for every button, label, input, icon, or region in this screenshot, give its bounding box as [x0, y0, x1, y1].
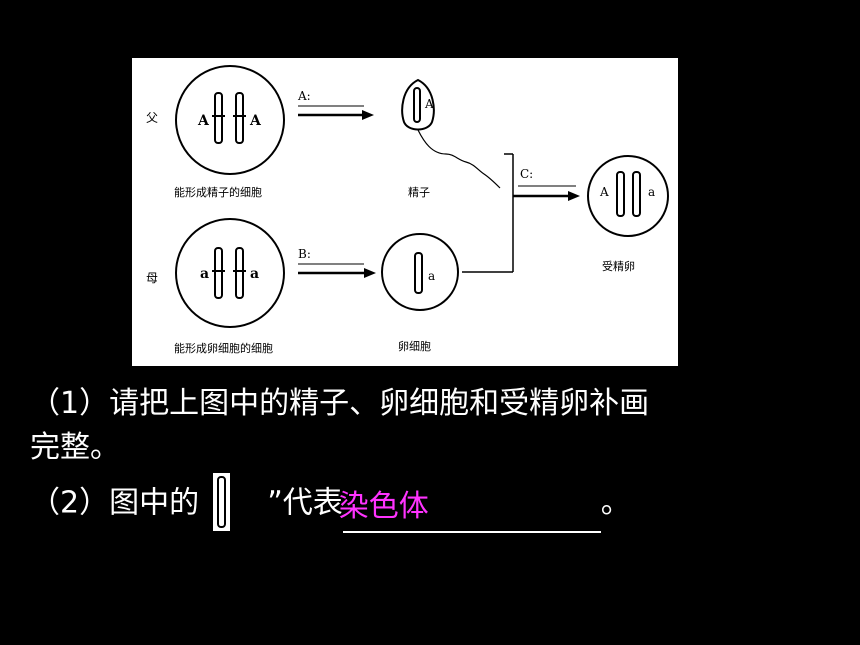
- mother-label: 母: [146, 271, 158, 285]
- question-1-line-1: （1）请把上图中的精子、卵细胞和受精卵补画: [30, 386, 650, 421]
- mother-chromosome-right: [235, 247, 244, 299]
- mother-chromosome-left: [214, 247, 223, 299]
- arrow-c-label: C:: [520, 167, 533, 181]
- mother-cell-caption: 能形成卵细胞的细胞: [174, 341, 273, 355]
- arrow-a-label: A:: [297, 89, 311, 103]
- father-label: 父: [146, 111, 158, 125]
- father-cell-caption: 能形成精子的细胞: [174, 185, 262, 199]
- question-2: （2）图中的 ”代表染色体 。: [30, 473, 631, 533]
- zygote-chromosome-right: [632, 171, 641, 217]
- sperm-cell: A: [401, 78, 501, 189]
- zygote-allele-left: A: [599, 185, 609, 199]
- father-chromosome-right: [235, 92, 244, 144]
- arrow-b-label: B:: [298, 247, 311, 261]
- zygote-caption: 受精卵: [602, 260, 635, 273]
- father-chromosome-left: [214, 92, 223, 144]
- sperm-chromosome: [413, 87, 421, 123]
- mother-allele-left: a: [200, 266, 209, 282]
- zygote-allele-right: a: [648, 185, 655, 199]
- father-allele-left: A: [197, 113, 210, 129]
- answer-text: 染色体: [338, 489, 429, 524]
- mother-cell: a a: [175, 218, 285, 328]
- diagram-panel: 父 母 A A 能形成精子的细胞 A: A 精子: [132, 58, 678, 366]
- answer-blank[interactable]: 染色体: [339, 489, 601, 533]
- egg-cell: a: [381, 233, 459, 311]
- zygote-cell: A a: [587, 155, 669, 237]
- egg-caption: 卵细胞: [398, 340, 431, 353]
- father-cell: A A: [175, 65, 285, 175]
- question-2-middle: ”代表: [267, 485, 343, 521]
- egg-chromosome: [414, 252, 423, 294]
- question-2-suffix: 。: [600, 485, 631, 521]
- question-1-line-2: 完整。: [30, 430, 120, 465]
- sperm-caption: 精子: [408, 186, 430, 199]
- sperm-tail: [417, 129, 501, 189]
- sperm-allele: A: [424, 97, 434, 111]
- fertilization-diagram: 父 母 A A 能形成精子的细胞 A: A 精子: [146, 65, 669, 355]
- father-allele-right: A: [249, 113, 262, 129]
- question-2-prefix: （2）图中的: [30, 485, 200, 521]
- mother-allele-right: a: [250, 266, 259, 282]
- zygote-chromosome-left: [616, 171, 625, 217]
- egg-allele: a: [428, 269, 435, 283]
- chromosome-icon: [212, 473, 230, 531]
